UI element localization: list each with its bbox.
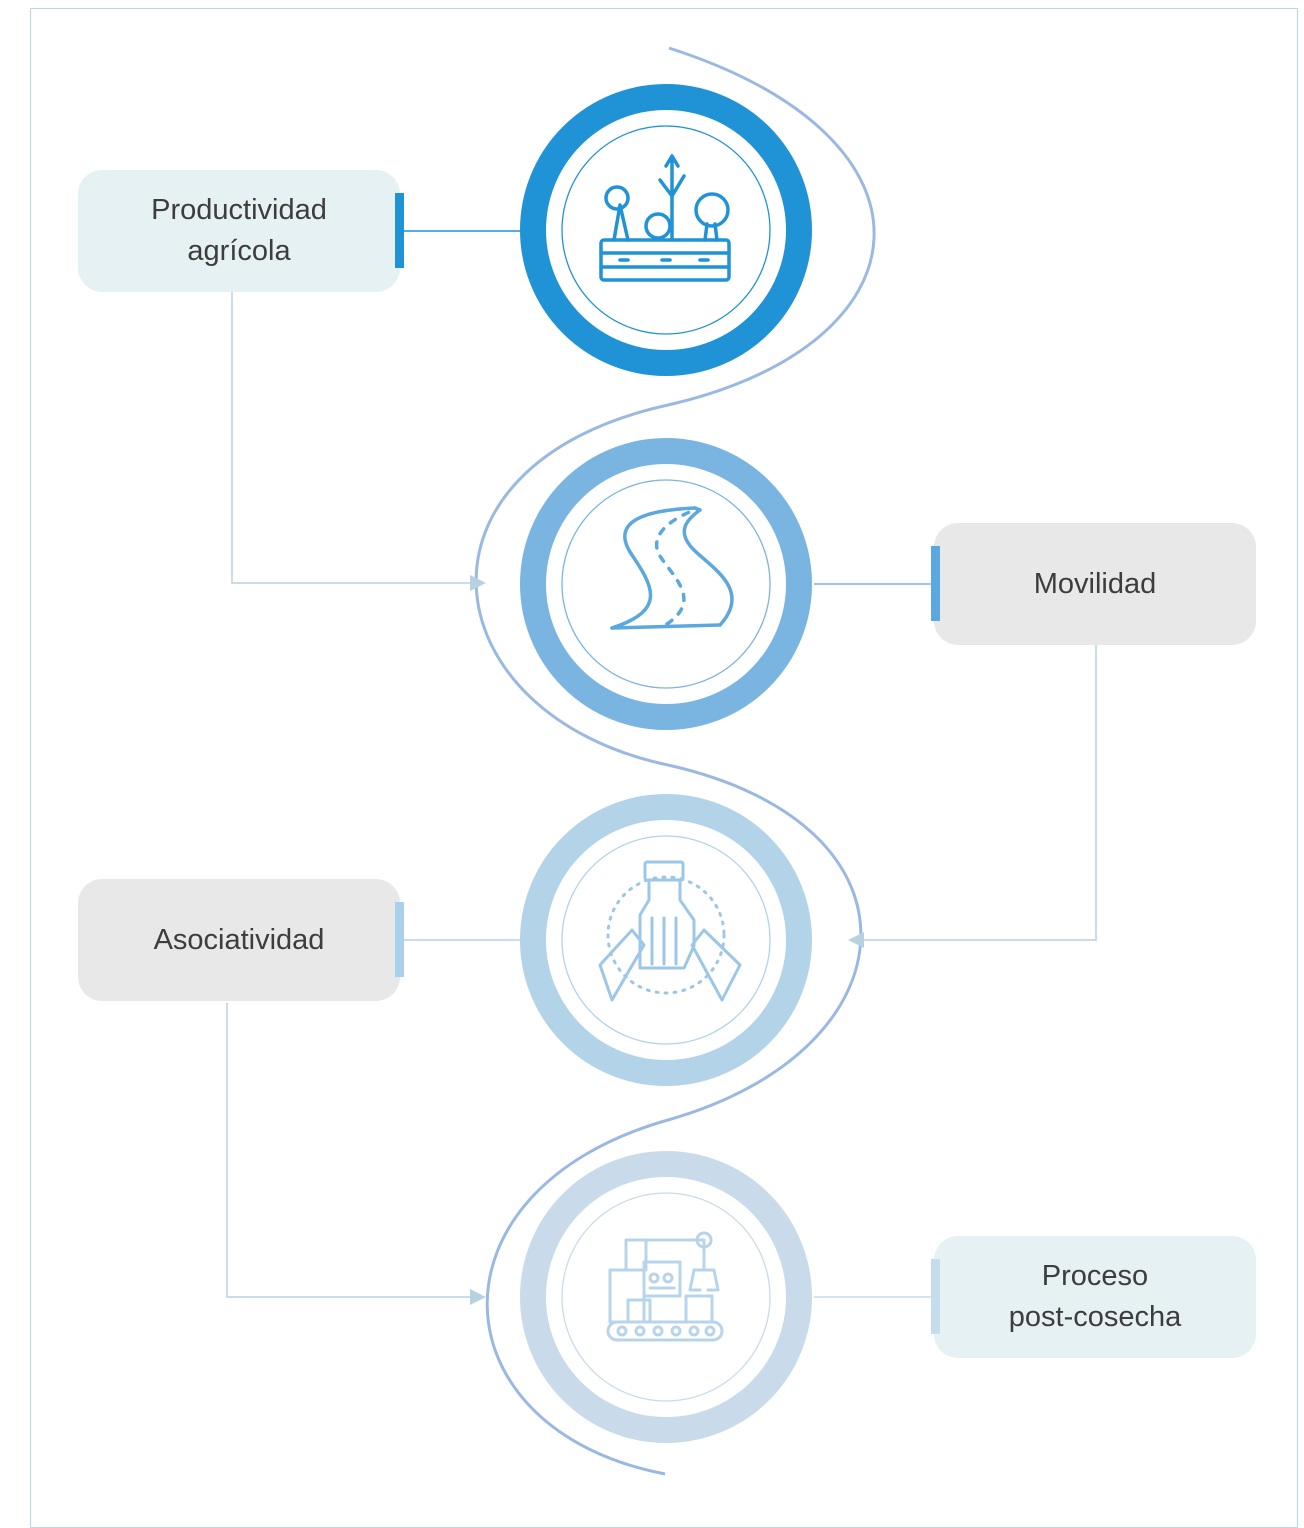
- step-label-proceso-line-2: post-cosecha: [1008, 1301, 1182, 1333]
- step-label-movilidad-line-1: Movilidad: [1033, 567, 1157, 600]
- joined-hands-icon: [598, 860, 742, 1002]
- flow-connector-3: [226, 1003, 486, 1305]
- step-marker-2: [931, 546, 940, 621]
- serpentine-curve: [474, 46, 876, 1476]
- step-label-proceso-line-1: Proceso: [1041, 1260, 1149, 1292]
- factory-machine-icon: [606, 1231, 724, 1342]
- flow-connector-2: [848, 645, 1097, 948]
- step-circle-2: [520, 438, 812, 730]
- step-marker-4: [931, 1259, 940, 1334]
- step-circle-1: [520, 84, 812, 376]
- step-circle-3: [520, 794, 812, 1086]
- vegetable-crate-icon: [599, 154, 731, 282]
- step-circle-4: [520, 1151, 812, 1443]
- winding-road-icon: [610, 506, 734, 630]
- step-label-asociatividad-line-1: Asociatividad: [153, 923, 325, 956]
- step-marker-1: [395, 193, 404, 268]
- step-label-asociatividad: Asociatividad: [78, 879, 400, 1001]
- step-label-productividad: Productividad agrícola: [78, 170, 400, 292]
- step-label-productividad-line-2: agrícola: [187, 235, 291, 267]
- step-label-proceso-post-cosecha: Proceso post-cosecha: [934, 1236, 1256, 1358]
- flow-connector-1: [231, 292, 486, 591]
- step-label-movilidad: Movilidad: [934, 523, 1256, 645]
- step-marker-3: [395, 902, 404, 977]
- step-label-productividad-line-1: Productividad: [151, 194, 327, 226]
